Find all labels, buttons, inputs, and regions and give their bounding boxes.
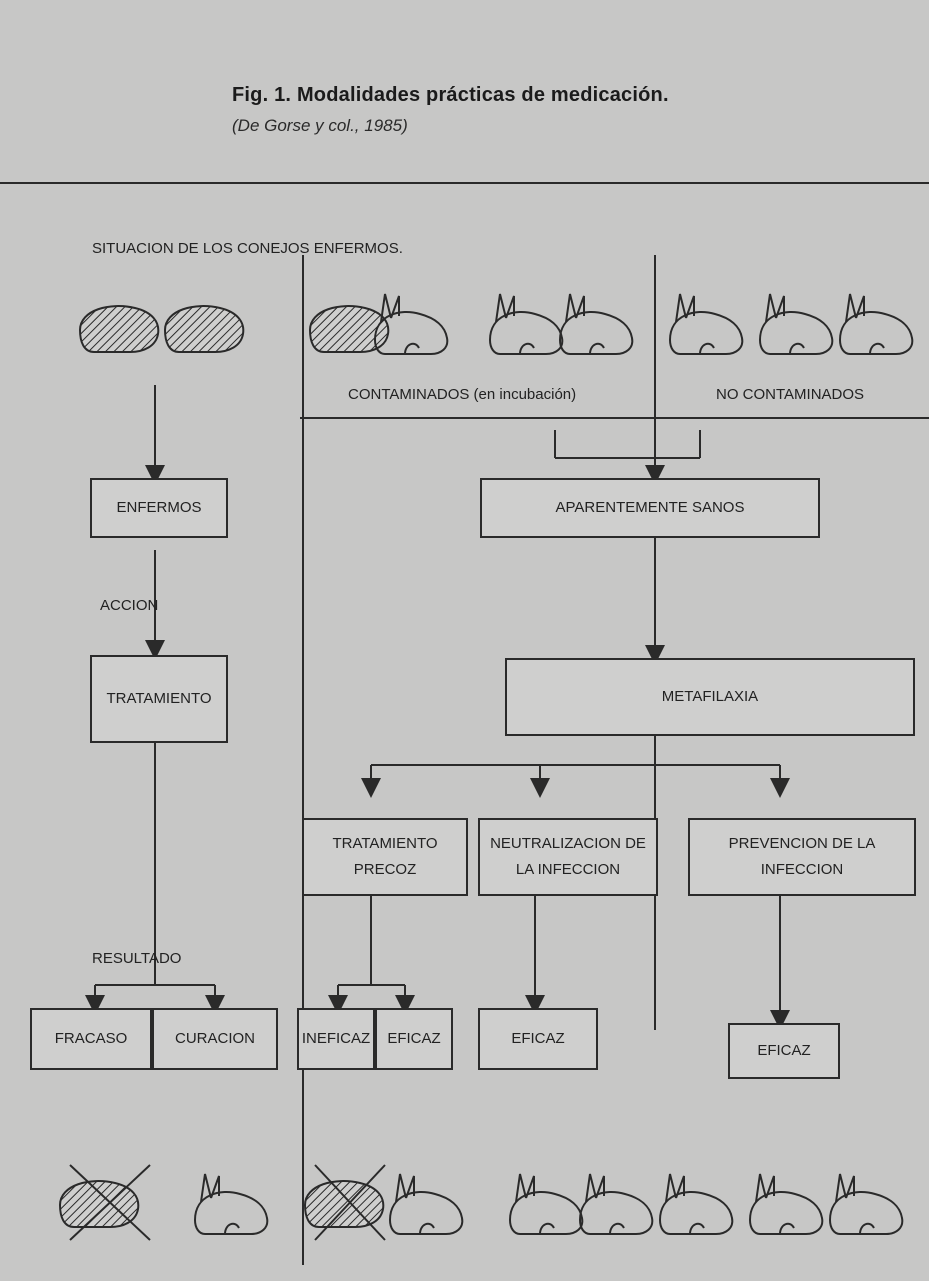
eficaz-box-1: EFICAZ: [375, 1008, 453, 1070]
eficaz-text-1: EFICAZ: [387, 1030, 441, 1047]
no-contaminados-label: NO CONTAMINADOS: [716, 386, 865, 403]
accion-label: ACCION: [100, 597, 159, 614]
contaminados-label: CONTAMINADOS (en incubación): [348, 386, 577, 403]
tratamiento-text: TRATAMIENTO: [106, 690, 212, 707]
prevencion-box: PREVENCION DE LA INFECCION: [688, 818, 916, 896]
fracaso-text: FRACASO: [54, 1030, 128, 1047]
top-rule: [0, 182, 929, 184]
tratamiento-precoz-text: TRATAMIENTO PRECOZ: [332, 835, 438, 878]
eficaz-box-2: EFICAZ: [478, 1008, 598, 1070]
neutralizacion-box: NEUTRALIZACION DE LA INFECCION: [478, 818, 658, 896]
eficaz-text-3: EFICAZ: [757, 1042, 811, 1059]
enfermos-text: ENFERMOS: [116, 499, 202, 516]
eficaz-text-2: EFICAZ: [511, 1030, 565, 1047]
ineficaz-text: INEFICAZ: [301, 1030, 371, 1047]
tratamiento-precoz-box: TRATAMIENTO PRECOZ: [302, 818, 468, 896]
eficaz-box-3: EFICAZ: [728, 1023, 840, 1079]
ineficaz-box: INEFICAZ: [297, 1008, 375, 1070]
aparentemente-sanos-text: APARENTEMENTE SANOS: [555, 499, 745, 516]
curacion-box: CURACION: [152, 1008, 278, 1070]
fracaso-box: FRACASO: [30, 1008, 152, 1070]
enfermos-box: ENFERMOS: [90, 478, 228, 538]
figure-title: Fig. 1. Modalidades prácticas de medicac…: [232, 84, 669, 106]
neutralizacion-text: NEUTRALIZACION DE LA INFECCION: [490, 835, 646, 878]
header-label: SITUACION DE LOS CONEJOS ENFERMOS.: [92, 240, 403, 257]
aparentemente-sanos-box: APARENTEMENTE SANOS: [480, 478, 820, 538]
metafilaxia-box: METAFILAXIA: [505, 658, 915, 736]
metafilaxia-text: METAFILAXIA: [661, 688, 759, 705]
prevencion-text: PREVENCION DE LA INFECCION: [728, 835, 876, 878]
tratamiento-box: TRATAMIENTO: [90, 655, 228, 743]
figure-subtitle: (De Gorse y col., 1985): [232, 116, 408, 135]
curacion-text: CURACION: [174, 1030, 255, 1047]
resultado-label: RESULTADO: [92, 950, 182, 967]
